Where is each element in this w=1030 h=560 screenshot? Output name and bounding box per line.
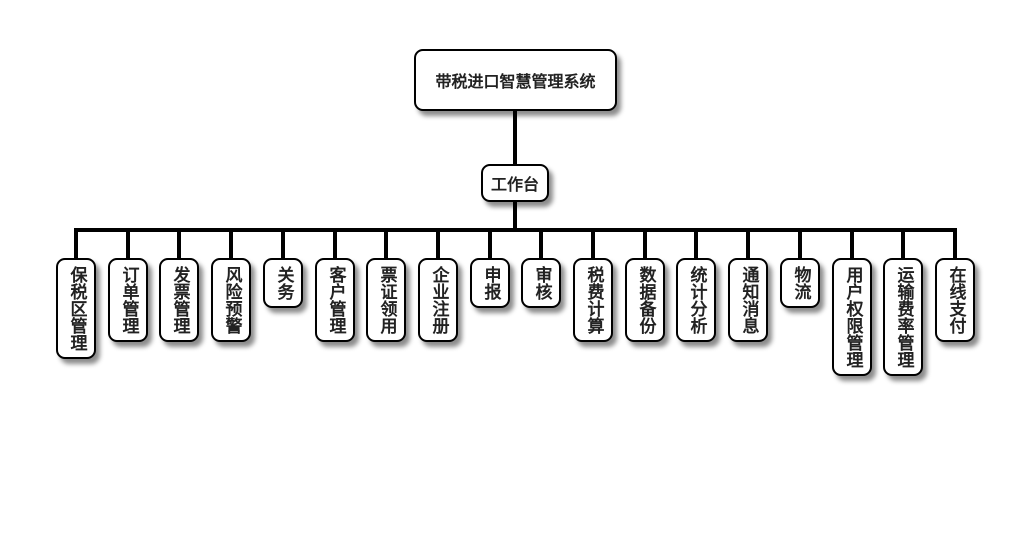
connector-stem	[436, 228, 440, 259]
connector-stem	[177, 228, 181, 259]
module-node: 票证领用	[366, 258, 406, 342]
module-node: 在线支付	[935, 258, 975, 342]
connector-stem	[539, 228, 543, 259]
connector-stem	[384, 228, 388, 259]
connector-stem	[126, 228, 130, 259]
connector-root-hub	[513, 111, 517, 164]
module-node: 风险预警	[211, 258, 251, 342]
connector-stem	[694, 228, 698, 259]
module-node: 物流	[780, 258, 820, 308]
connector-stem	[901, 228, 905, 259]
connector-stem	[850, 228, 854, 259]
module-node: 订单管理	[108, 258, 148, 342]
connector-stem	[746, 228, 750, 259]
module-node: 审核	[521, 258, 561, 308]
module-node: 通知消息	[728, 258, 768, 342]
root-node: 带税进口智慧管理系统	[414, 49, 617, 111]
module-node: 统计分析	[676, 258, 716, 342]
module-node: 关务	[263, 258, 303, 308]
connector-stem	[798, 228, 802, 259]
connector-stem	[643, 228, 647, 259]
module-node: 数据备份	[625, 258, 665, 342]
connector-hub-bus	[513, 202, 517, 230]
module-node: 发票管理	[159, 258, 199, 342]
module-node: 用户权限管理	[832, 258, 872, 376]
module-node: 客户管理	[315, 258, 355, 342]
module-node: 税费计算	[573, 258, 613, 342]
connector-bus	[74, 228, 957, 232]
connector-stem	[74, 228, 78, 259]
connector-stem	[488, 228, 492, 259]
hub-node: 工作台	[481, 164, 549, 202]
connector-stem	[591, 228, 595, 259]
connector-stem	[953, 228, 957, 259]
module-node: 企业注册	[418, 258, 458, 342]
module-node: 运输费率管理	[883, 258, 923, 376]
connector-stem	[281, 228, 285, 259]
connector-stem	[333, 228, 337, 259]
connector-stem	[229, 228, 233, 259]
module-node: 保税区管理	[56, 258, 96, 359]
module-node: 申报	[470, 258, 510, 308]
